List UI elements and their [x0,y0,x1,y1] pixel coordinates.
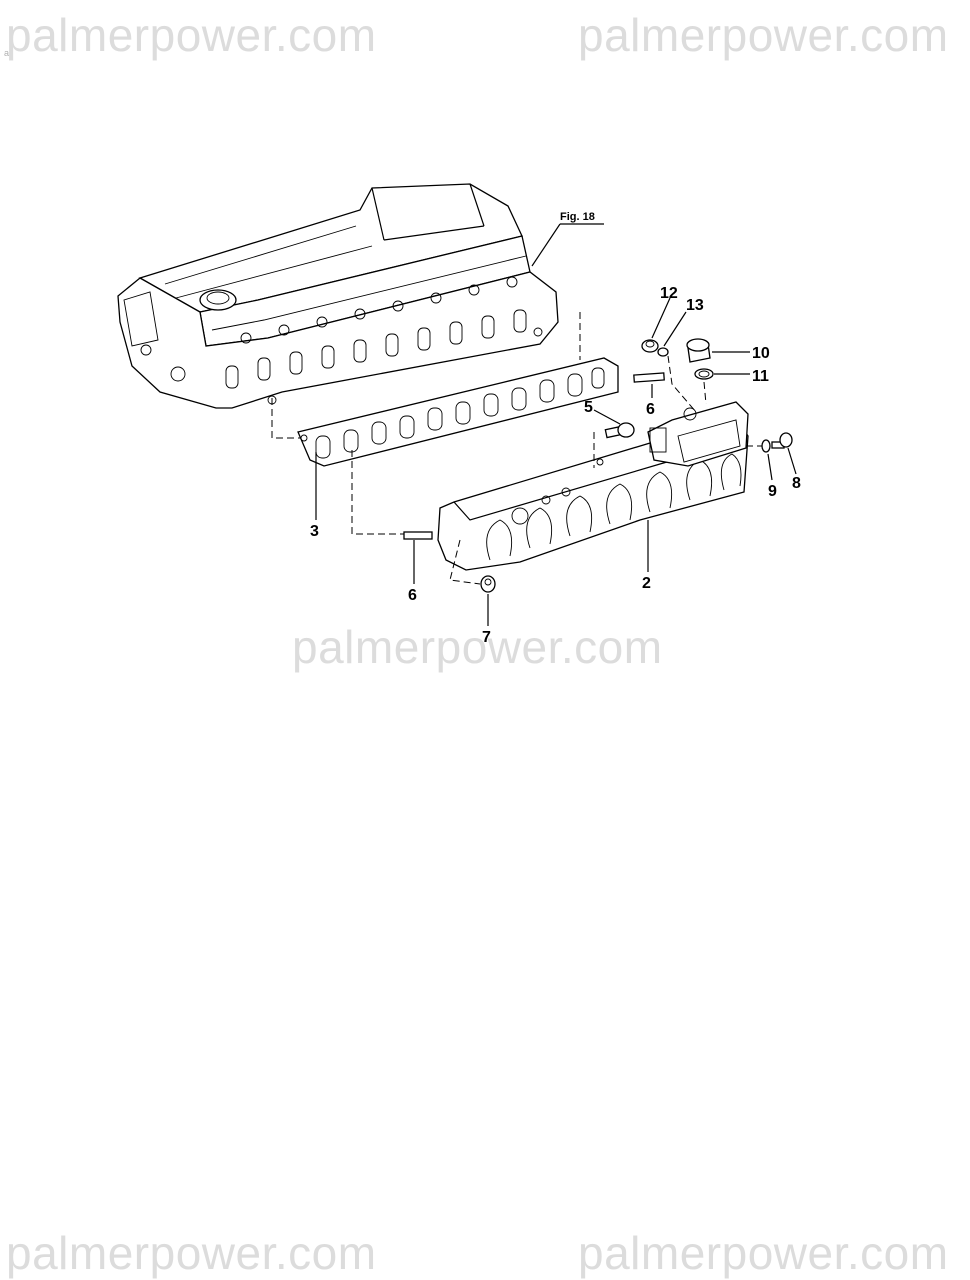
watermark-bottom-right: palmerpower.com [578,1227,949,1279]
part-9-washer [761,439,771,453]
part-5-bolt [604,422,635,439]
part-6-stud-lower [403,531,433,540]
callout-12: 12 [660,285,678,302]
part-8-bolt [771,432,793,449]
assembly-guide-lines [271,312,762,585]
part-10-plug [686,338,711,363]
callout-3: 3 [310,523,319,540]
intake-gasket-drawing [297,357,619,467]
cylinder-head-drawing [117,183,559,409]
part-7-nut [480,575,496,593]
part-6-stud-upper [633,372,665,383]
part-11-washer [694,368,714,380]
callout-9: 9 [768,483,777,500]
corner-mark: a [4,48,10,58]
watermark-center: palmerpower.com [292,621,663,673]
callout-6-upper: 6 [646,401,655,418]
intake-manifold-drawing [437,401,749,571]
callout-11: 11 [752,368,769,385]
part-13-washer [657,347,669,357]
callout-8: 8 [792,475,801,492]
watermark-bottom-left: palmerpower.com [6,1227,377,1279]
part-12-nut [641,339,659,353]
callout-2: 2 [642,575,651,592]
watermark-top-left: palmerpower.com [6,9,377,61]
callout-7: 7 [482,629,491,646]
callout-5: 5 [584,399,593,416]
callout-13: 13 [686,297,704,314]
figure-reference-label: Fig. 18 [560,211,595,223]
watermark-top-right: palmerpower.com [578,9,949,61]
callout-6-lower: 6 [408,587,417,604]
callout-10: 10 [752,345,770,362]
leader-lines [315,297,797,626]
